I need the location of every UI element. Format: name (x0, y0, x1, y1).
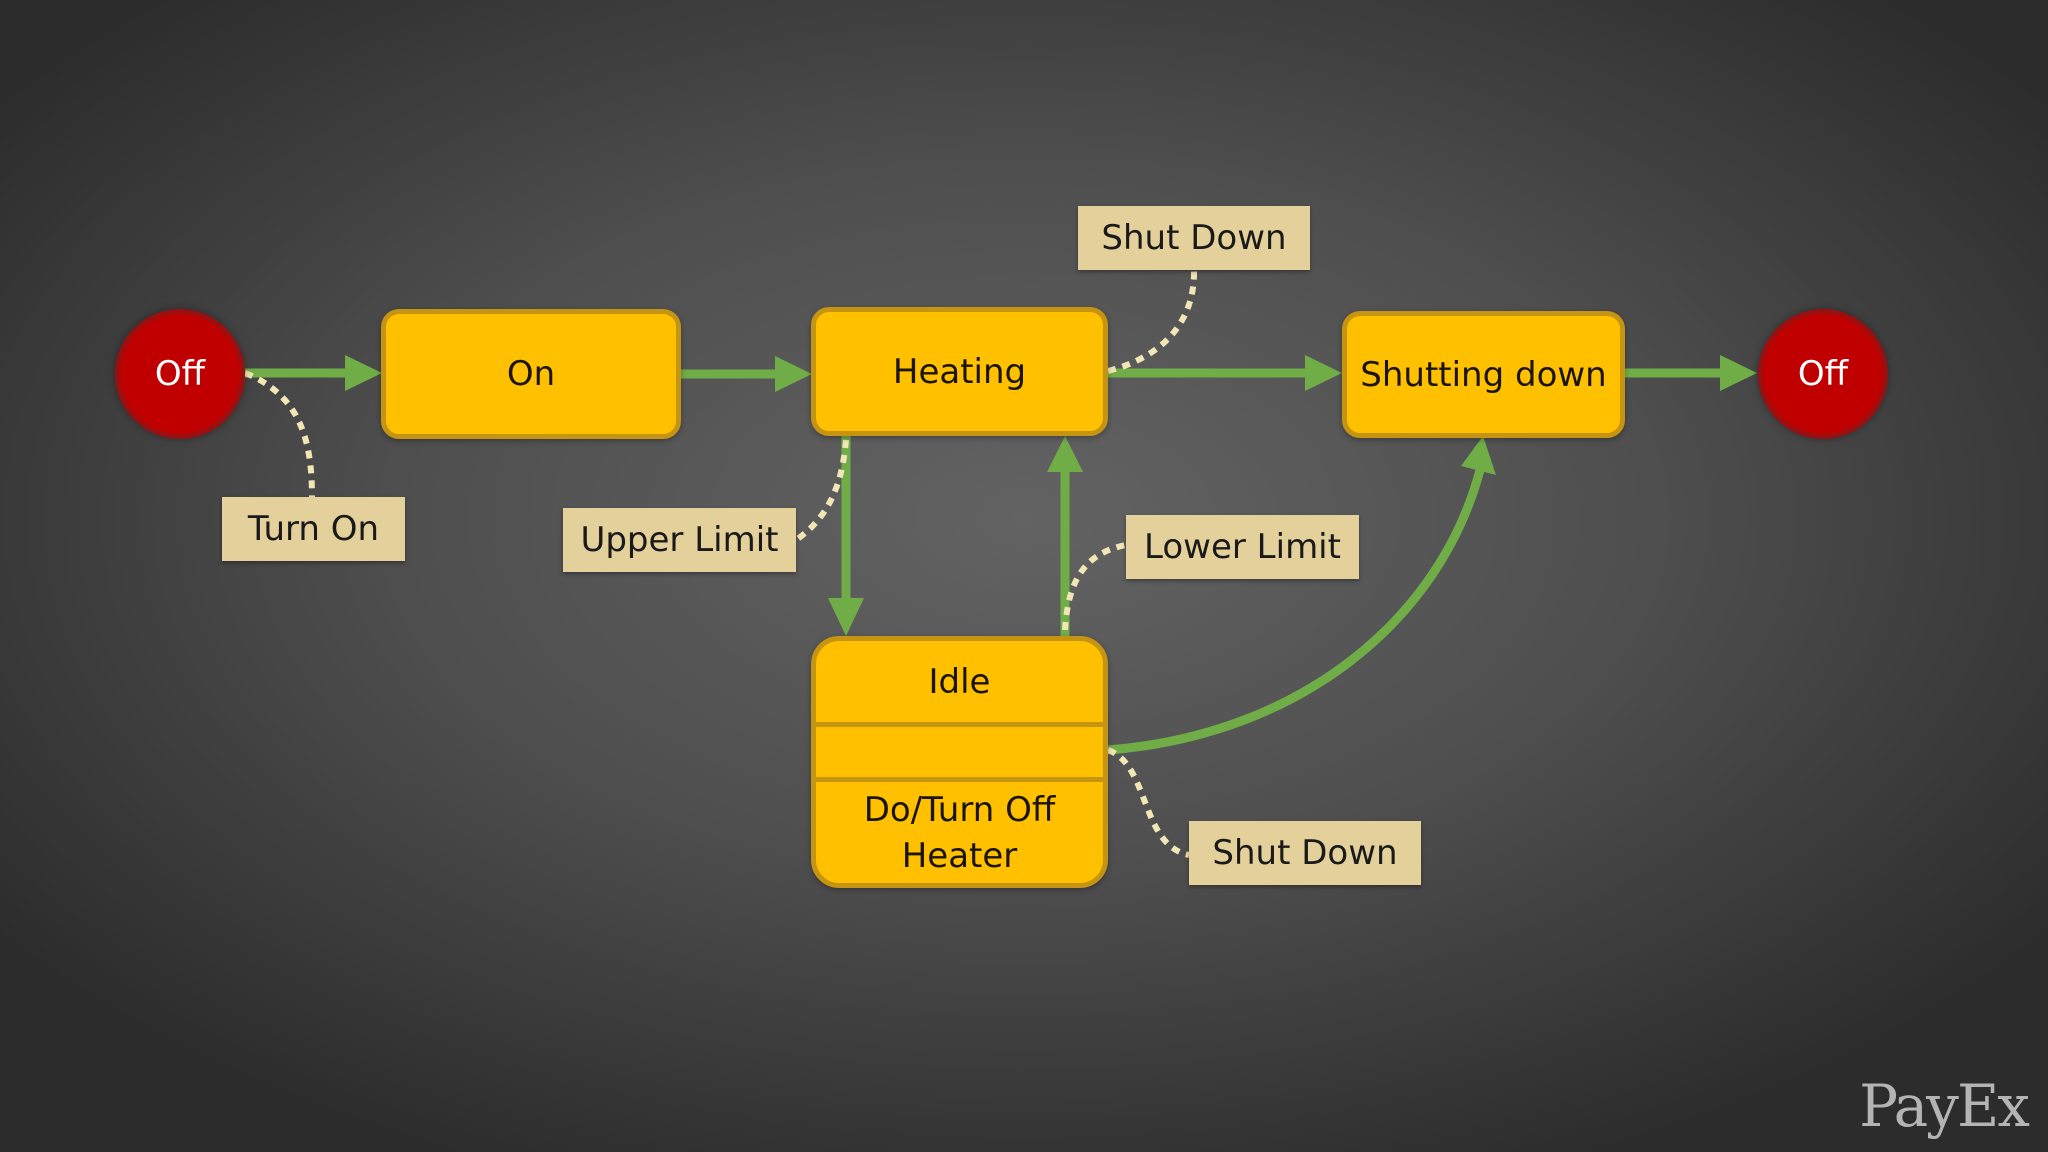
arrowhead-shutting-down-to-off (1720, 355, 1757, 391)
state-off-end-label: Off (1797, 354, 1849, 394)
state-idle-name: Idle (928, 661, 991, 702)
arrowhead-idle-to-heating (1047, 436, 1083, 472)
event-note-turn-on: Turn On (222, 497, 405, 561)
state-shutting-down-label: Shutting down (1360, 354, 1607, 395)
event-lower-limit-label: Lower Limit (1144, 527, 1341, 567)
transition-idle-to-shutting-down (1107, 468, 1485, 755)
event-shut-down-heating-label: Shut Down (1101, 218, 1287, 258)
event-note-shut-down-idle: Shut Down (1189, 821, 1421, 885)
state-heating-label: Heating (892, 351, 1027, 392)
state-on: On (381, 309, 681, 439)
state-idle-activity-line1: Do/Turn Off (863, 789, 1056, 830)
arrowhead-on-to-heating (775, 356, 812, 392)
state-idle-activity-section: Do/Turn Off Heater (816, 782, 1103, 883)
state-off-end: Off (1758, 309, 1888, 439)
state-idle-activity-line2: Heater (901, 835, 1018, 876)
state-idle-variables-section (816, 727, 1103, 782)
event-upper-limit-label: Upper Limit (580, 520, 779, 560)
event-turn-on-label: Turn On (247, 509, 380, 549)
arrowhead-off-to-on (345, 355, 382, 391)
arrowhead-idle-to-shutting-down (1461, 436, 1496, 475)
state-idle: Idle Do/Turn Off Heater (811, 636, 1108, 888)
arrowhead-heating-to-shutting-down (1305, 355, 1342, 391)
event-note-lower-limit: Lower Limit (1126, 515, 1359, 579)
note-connector-turn-on (243, 370, 315, 498)
state-idle-name-section: Idle (816, 641, 1103, 727)
payex-logo: PayEx (1859, 1072, 2030, 1140)
event-note-shut-down-heating: Shut Down (1078, 206, 1310, 270)
state-shutting-down: Shutting down (1342, 311, 1625, 438)
state-heating: Heating (811, 307, 1108, 436)
payex-logo-text: PayEx (1859, 1072, 2030, 1140)
event-note-upper-limit: Upper Limit (563, 508, 796, 572)
event-shut-down-idle-label: Shut Down (1212, 833, 1398, 873)
state-off-start-label: Off (154, 354, 206, 394)
note-connector-shut-down-heating (1107, 269, 1198, 374)
note-connector-upper-limit (794, 439, 849, 543)
note-connector-lower-limit (1062, 542, 1127, 631)
state-on-label: On (506, 354, 556, 394)
arrowhead-heating-to-idle (828, 598, 864, 636)
note-connector-shut-down-idle (1106, 747, 1190, 858)
state-off-start: Off (115, 309, 245, 439)
